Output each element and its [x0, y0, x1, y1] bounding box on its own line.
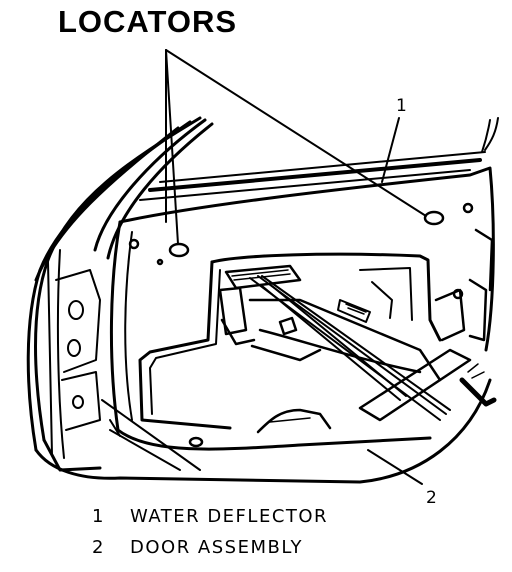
leader-lines	[165, 49, 427, 485]
locators-heading: LOCATORS	[58, 4, 238, 39]
legend-label: WATER DEFLECTOR	[130, 506, 329, 527]
legend-label: DOOR ASSEMBLY	[130, 537, 303, 558]
legend-number: 2	[92, 537, 105, 558]
latch-area	[434, 228, 497, 407]
cable-rods	[249, 275, 472, 422]
regulator-module	[218, 264, 442, 382]
hinge-pillar	[55, 269, 101, 431]
locator-holes	[128, 202, 474, 300]
legend-item-1: 1 WATER DEFLECTOR	[92, 506, 328, 527]
legend-item-2: 2 DOOR ASSEMBLY	[92, 537, 303, 558]
door-skin	[34, 249, 492, 484]
window-frame	[26, 116, 214, 472]
access-opening	[138, 252, 442, 430]
inner-panel	[109, 117, 499, 451]
callout-1: 1	[396, 96, 407, 116]
legend-number: 1	[92, 506, 105, 527]
lower-sill	[101, 399, 332, 471]
callout-2: 2	[426, 488, 437, 508]
